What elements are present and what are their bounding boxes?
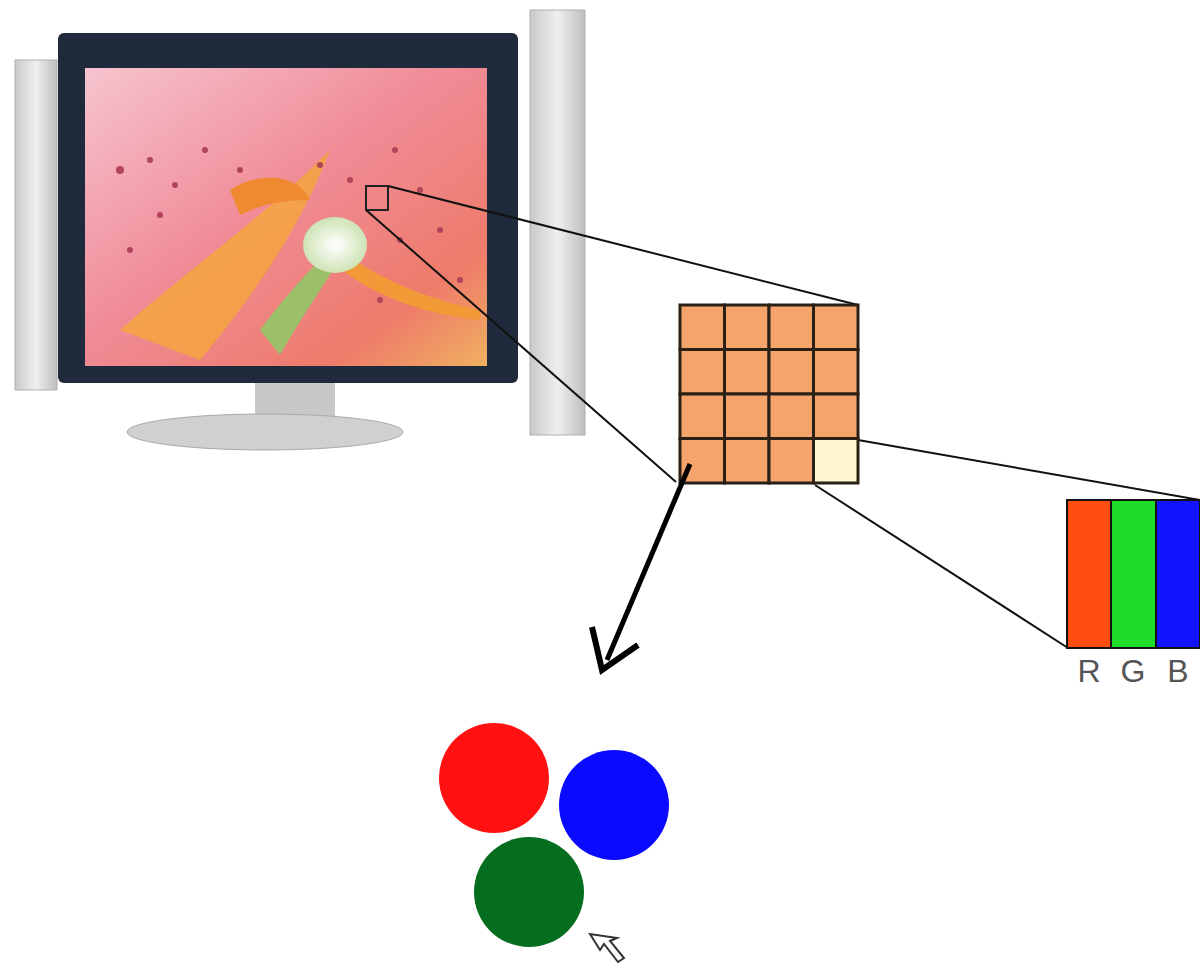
primary-circles (439, 723, 669, 947)
pixel-cell (814, 305, 859, 350)
pixel-cell (769, 439, 814, 484)
pixel-cell (769, 394, 814, 439)
pixel-cell (680, 350, 725, 395)
pixel-cell (680, 394, 725, 439)
mouse-cursor (590, 934, 624, 962)
channel-letter: G (1121, 655, 1146, 687)
pixel-cell (725, 439, 770, 484)
channel-letter: R (1077, 655, 1100, 687)
down-arrow (592, 464, 690, 670)
pixel-cell (814, 439, 859, 484)
television (15, 10, 585, 450)
pixel-cell (814, 350, 859, 395)
pixel-cell (769, 305, 814, 350)
channel-letter: B (1167, 655, 1188, 687)
pixel-cell (725, 350, 770, 395)
pixel-cell (680, 305, 725, 350)
zoom-lines (366, 186, 1200, 648)
pixel-cell (814, 394, 859, 439)
pixel-cell (725, 394, 770, 439)
pixel-cell (725, 305, 770, 350)
pixel-grid (680, 305, 858, 483)
subpixel-stripes (1067, 500, 1200, 648)
pixel-cell (769, 350, 814, 395)
